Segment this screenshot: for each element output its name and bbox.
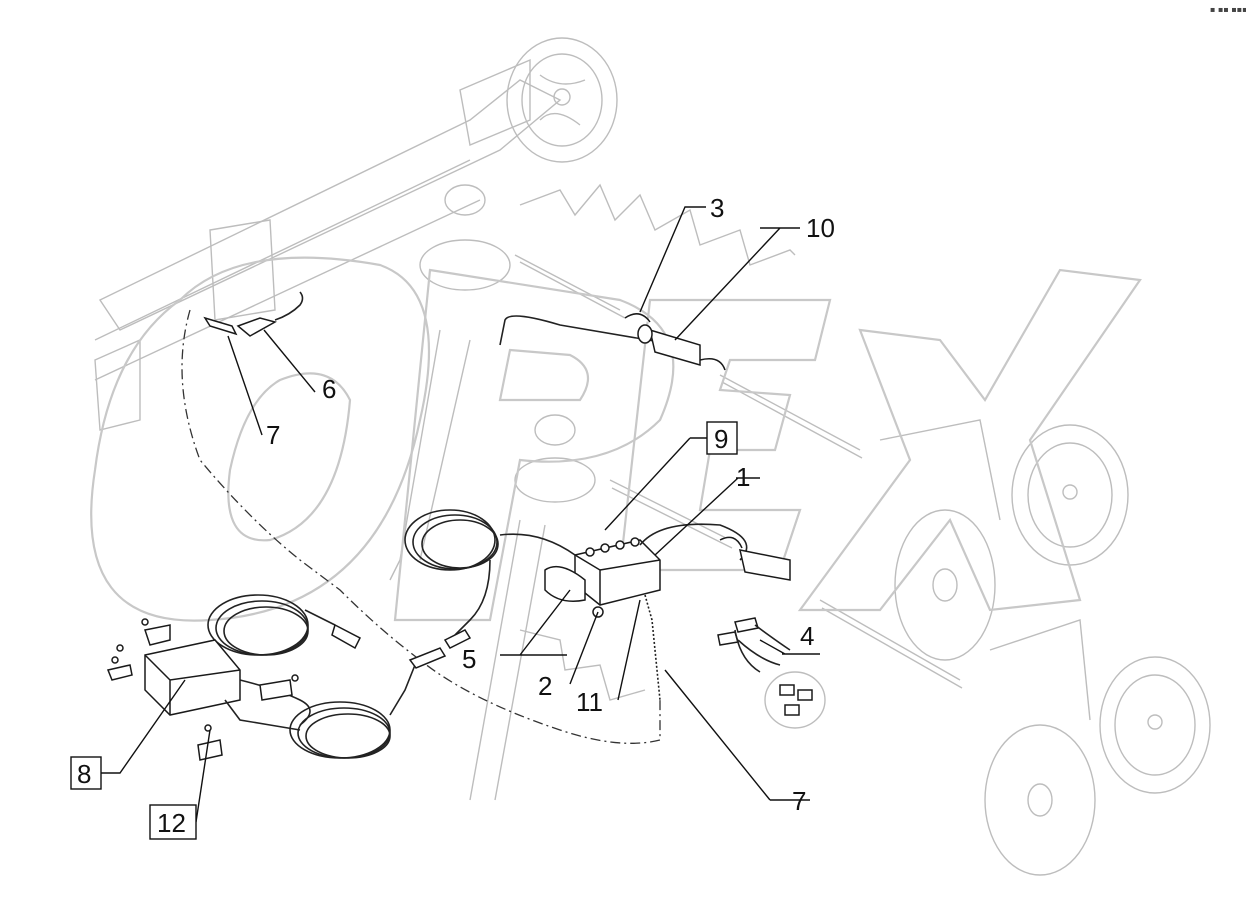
bracket-right [259,674,299,701]
right-wheel-upper [1011,424,1129,566]
callout-7-lower: 7 [792,786,806,816]
callout-3: 3 [710,193,724,223]
callout-10: 10 [806,213,835,243]
callout-2-text: 2 [538,671,552,701]
wiring-harness [717,617,826,729]
control-box [144,639,311,731]
callout-9-text: 9 [714,424,728,454]
right-wheel-lower [1099,656,1211,794]
callout-9: 9 [706,421,738,455]
callout-10-text: 10 [806,213,835,243]
cable-coil-lower-left [207,594,362,656]
lower-gear [514,414,646,701]
bracket-top [141,618,171,646]
callout-3-text: 3 [710,193,724,223]
callout-7-upper: 7 [266,420,280,450]
callout-11-text: 11 [576,687,603,717]
harness-route [181,309,661,744]
cable-coil-upper [404,509,499,636]
background-frame [94,37,1211,876]
callout-6-text: 6 [322,374,336,404]
top-wheel [506,37,618,163]
callout-6: 6 [322,374,336,404]
cable-coil-lower [289,629,472,759]
sensor-10 [499,313,726,371]
upper-gear [419,183,796,291]
connector-upper [203,291,304,337]
callout-8: 8 [70,756,102,790]
callout-1: 1 [736,462,750,492]
callout-4-text: 4 [800,621,814,651]
leaders [100,206,820,823]
bracket-left [106,644,133,681]
upper-spring [514,254,863,459]
lower-spring [609,479,963,689]
callout-1-text: 1 [736,462,750,492]
callout-11: 11 [576,687,603,717]
callout-4: 4 [800,621,814,651]
callout-2: 2 [538,671,552,701]
right-disc-upper [894,509,996,661]
callout-5-text: 5 [462,644,476,674]
callout-7-lower-text: 7 [792,786,806,816]
callout-12-text: 12 [157,808,186,838]
corner-mark: ▪ ▪▪ ▪▪▪ [1210,5,1246,14]
distribution-block [499,523,791,618]
callout-8-text: 8 [77,759,91,789]
callout-5: 5 [462,644,476,674]
callout-7-upper-text: 7 [266,420,280,450]
callout-12: 12 [149,804,197,840]
hose-7-lower [644,594,661,701]
bracket-bottom [197,724,223,761]
right-disc-lower [984,724,1096,876]
